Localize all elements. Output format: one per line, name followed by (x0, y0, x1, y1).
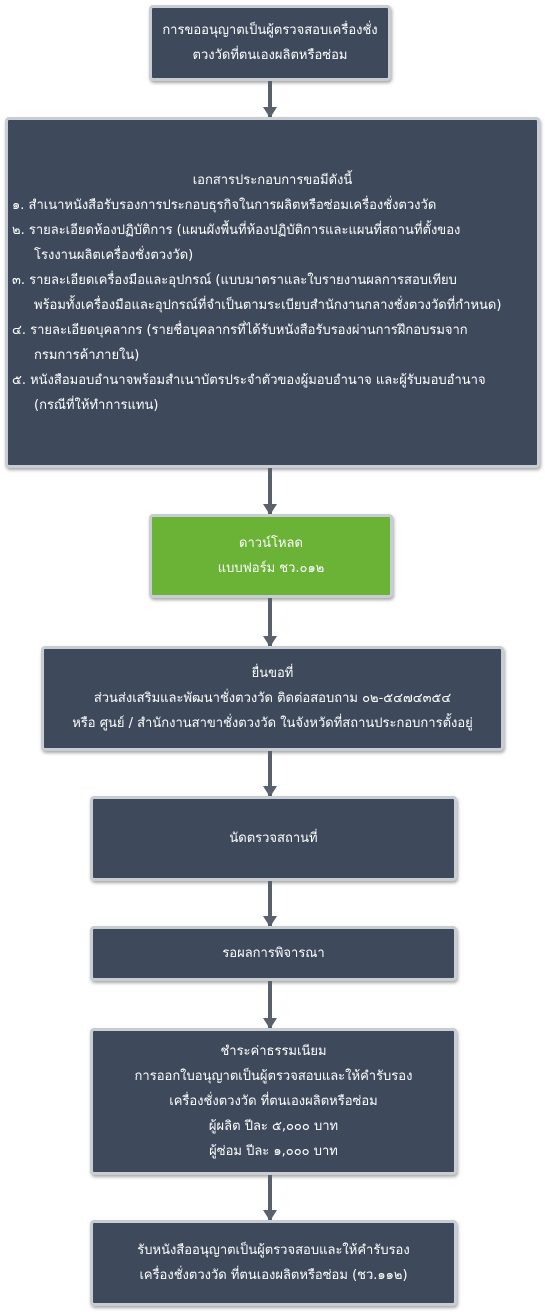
await-decision-label: รอผลการพิจารณา (222, 946, 325, 961)
document-item-1-row-1: ๑. สำเนาหนังสือรับรองการประกอบธุรกิจในกา… (12, 197, 437, 213)
fee-description-1: การออกใบอนุญาตเป็นผู้ตรวจสอบและให้คำรับร… (134, 1069, 413, 1084)
document-item-5: ๕. หนังสือมอบอำนาจพร้อมสำเนาบัตรประจำตัว… (12, 368, 533, 418)
arrow-2-to-3 (263, 468, 277, 515)
document-item-4-row-2: กรมการค้าภายใน) (34, 347, 140, 363)
step-request-permit-line-1: การขออนุญาตเป็นผู้ตรวจสอบเครื่องชั่ง (162, 23, 378, 38)
step-site-inspection: นัดตรวจสถานที่ (90, 796, 457, 881)
step-pay-fee: ชำระค่าธรรมเนียม การออกใบอนุญาตเป็นผู้ตร… (90, 1028, 457, 1175)
step-required-documents: เอกสารประกอบการขอมีดังนี้ ๑. สำเนาหนังสื… (5, 117, 540, 468)
arrow-3-to-4 (263, 598, 277, 647)
step-await-decision: รอผลการพิจารณา (90, 926, 457, 981)
step-request-permit-line-2: ตวงวัดที่ตนเองผลิตหรือซ่อม (192, 48, 348, 63)
arrow-6-to-7 (263, 981, 277, 1029)
document-item-1: ๑. สำเนาหนังสือรับรองการประกอบธุรกิจในกา… (12, 193, 533, 218)
receive-license-line-1: รับหนังสืออนุญาตเป็นผู้ตรวจสอบและให้คำรั… (137, 1243, 410, 1258)
form-name-label: แบบฟอร์ม ชว.๐๑๒ (217, 561, 325, 576)
document-item-3-row-2: พร้อมทั้งเครื่องมือและอุปกรณ์ที่จำเป็นตา… (34, 297, 502, 313)
step-receive-license: รับหนังสืออนุญาตเป็นผู้ตรวจสอบและให้คำรั… (90, 1220, 457, 1306)
document-item-5-row-1: ๕. หนังสือมอบอำนาจพร้อมสำเนาบัตรประจำตัว… (12, 372, 486, 388)
fee-manufacturer: ผู้ผลิต ปีละ ๕,๐๐๐ บาท (208, 1119, 339, 1134)
submit-branch-offices: หรือ ศูนย์ / สำนักงานสาขาชั่งตวงวัด ในจั… (72, 716, 473, 731)
download-label: ดาวน์โหลด (239, 536, 303, 551)
arrow-5-to-6 (263, 881, 277, 927)
receive-license-line-2: เครื่องชั่งตวงวัด ที่ตนเองผลิตหรือซ่อม (… (139, 1268, 408, 1283)
documents-heading: เอกสารประกอบการขอมีดังนี้ (192, 172, 353, 188)
fee-description-2: เครื่องชั่งตวงวัด ที่ตนเองผลิตหรือซ่อม (169, 1094, 378, 1109)
document-item-3-row-1: ๓. รายละเอียดเครื่องมือและอุปกรณ์ (แบบมา… (12, 272, 457, 288)
document-item-5-row-2: (กรณีที่ให้ทำการแทน) (34, 397, 159, 413)
step-submit-application: ยื่นขอที่ ส่วนส่งเสริมและพัฒนาชั่งตวงวัด… (41, 646, 504, 751)
document-item-4: ๔. รายละเอียดบุคลากร (รายชื่อบุคลากรที่ไ… (12, 318, 533, 368)
arrow-7-to-8 (263, 1175, 277, 1221)
document-item-4-row-1: ๔. รายละเอียดบุคลากร (รายชื่อบุคลากรที่ไ… (12, 322, 468, 338)
document-item-2-row-2: โรงงานผลิตเครื่องชั่งตวงวัด) (34, 247, 194, 263)
arrow-1-to-2 (263, 81, 277, 118)
fee-heading: ชำระค่าธรรมเนียม (220, 1044, 327, 1059)
step-request-permit: การขออนุญาตเป็นผู้ตรวจสอบเครื่องชั่ง ตวง… (149, 5, 391, 81)
site-inspection-label: นัดตรวจสถานที่ (229, 831, 318, 846)
submit-heading: ยื่นขอที่ (251, 666, 294, 681)
document-item-2: ๒. รายละเอียดห้องปฏิบัติการ (แผนผังพื้นท… (12, 218, 533, 268)
document-item-2-row-1: ๒. รายละเอียดห้องปฏิบัติการ (แผนผังพื้นท… (12, 222, 461, 238)
submit-office-contact: ส่วนส่งเสริมและพัฒนาชั่งตวงวัด ติดต่อสอบ… (93, 691, 452, 706)
arrow-4-to-5 (263, 751, 277, 797)
download-form-button[interactable]: ดาวน์โหลด แบบฟอร์ม ชว.๐๑๒ (149, 514, 393, 598)
document-item-3: ๓. รายละเอียดเครื่องมือและอุปกรณ์ (แบบมา… (12, 268, 533, 318)
fee-repairer: ผู้ซ่อม ปีละ ๑,๐๐๐ บาท (209, 1144, 338, 1159)
